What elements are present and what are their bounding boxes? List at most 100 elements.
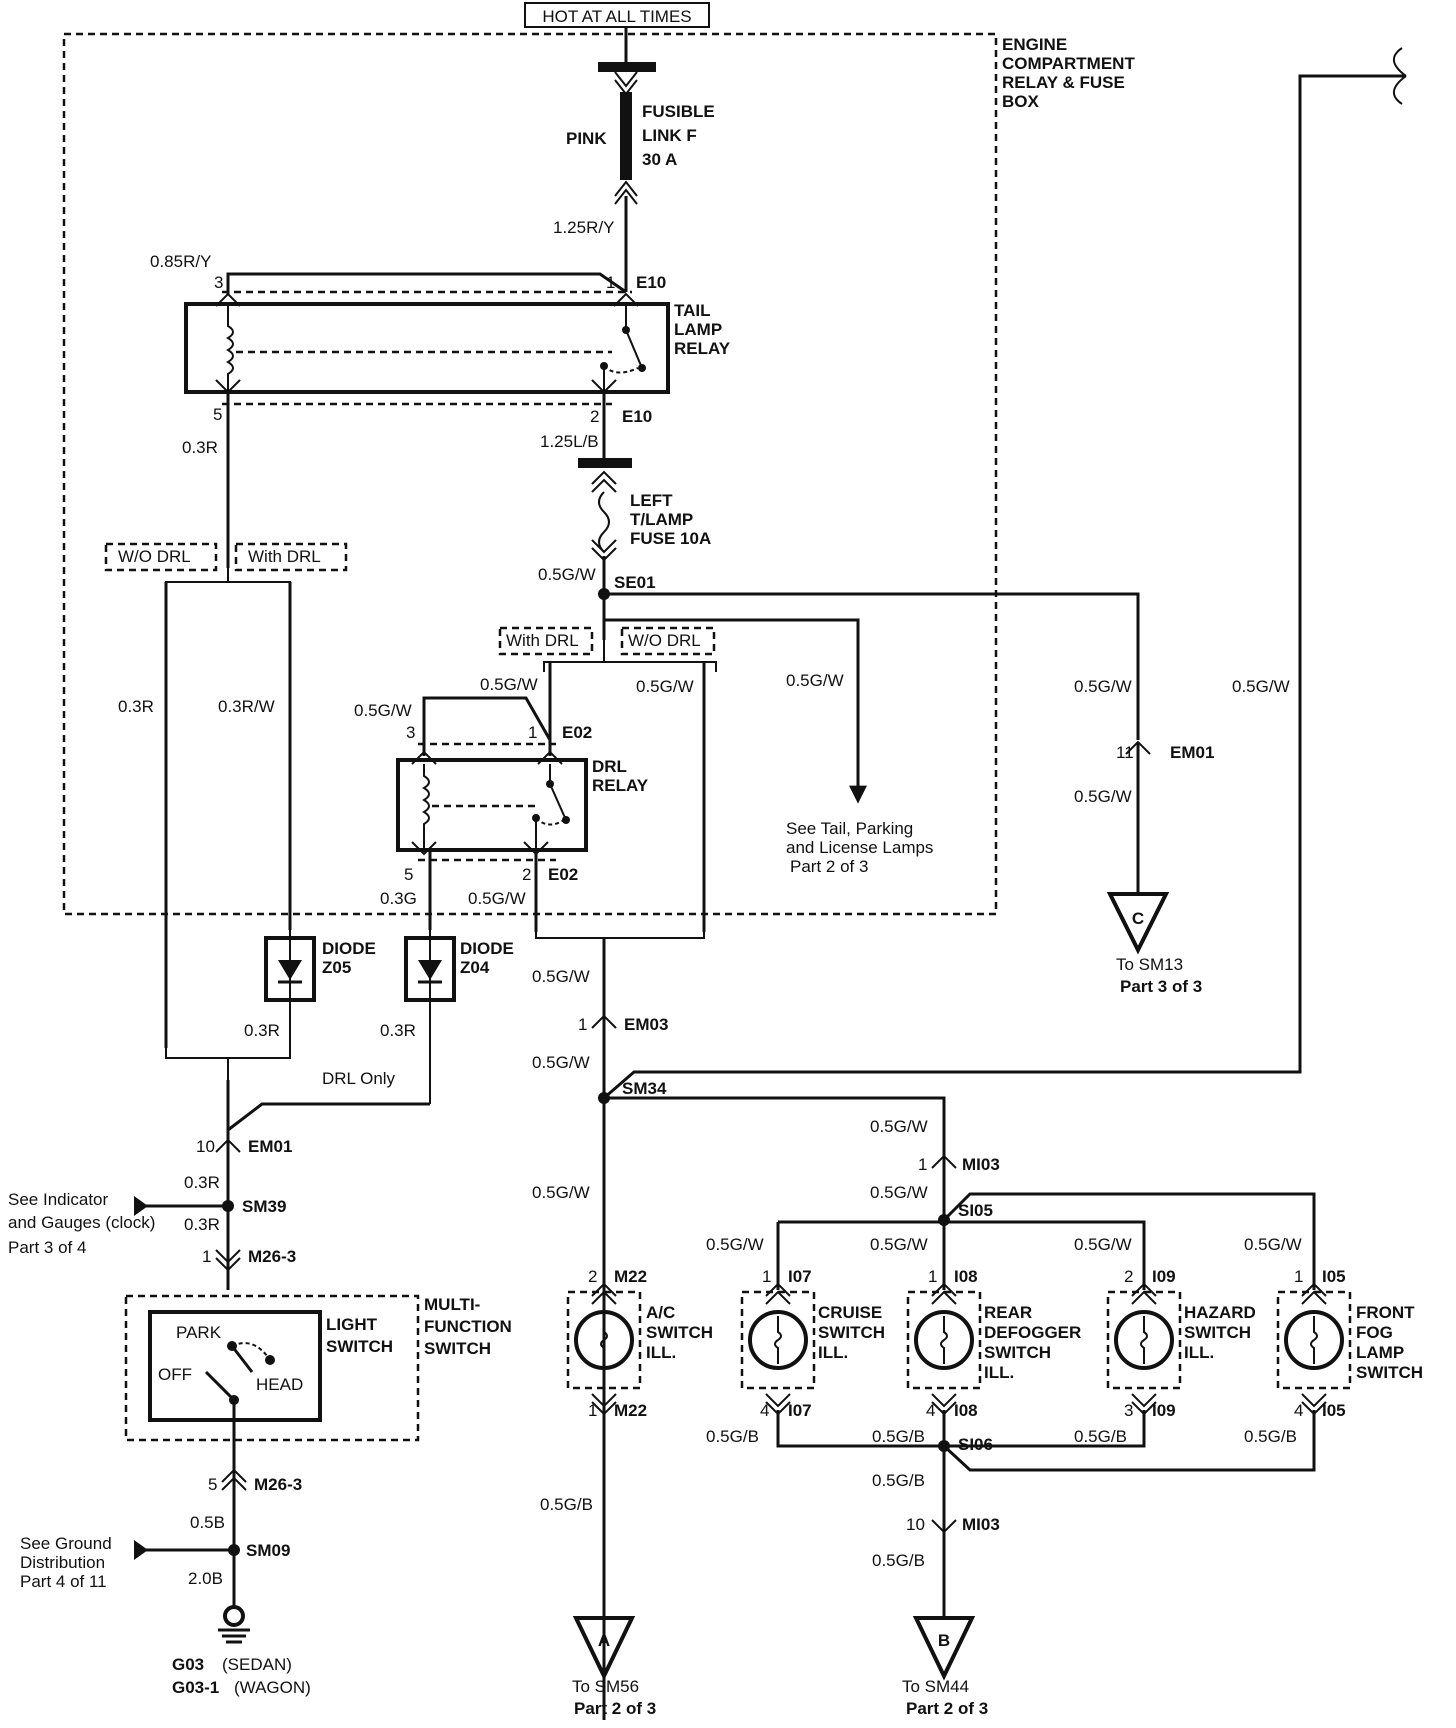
wire-label-03r-d: 0.3R <box>380 1021 416 1040</box>
option-drl-only: DRL Only <box>322 1069 396 1088</box>
svg-text:3: 3 <box>1124 1401 1133 1420</box>
svg-text:1: 1 <box>578 1015 587 1034</box>
svg-text:LIGHT: LIGHT <box>326 1315 378 1334</box>
svg-text:RELAY & FUSE: RELAY & FUSE <box>1002 73 1125 92</box>
svg-text:Part 2 of 3: Part 2 of 3 <box>574 1699 656 1718</box>
wire-label-gw-right: 0.5G/W <box>1232 677 1290 696</box>
svg-text:0.5G/B: 0.5G/B <box>1074 1427 1127 1446</box>
wire-label-gb-si06: 0.5G/B <box>872 1471 925 1490</box>
svg-text:To SM56: To SM56 <box>572 1677 639 1696</box>
power-source-box <box>524 2 710 28</box>
svg-text:A/C: A/C <box>646 1303 675 1322</box>
svg-text:HAZARD: HAZARD <box>1184 1303 1256 1322</box>
svg-text:SWITCH: SWITCH <box>1184 1323 1251 1342</box>
svg-text:See Indicator: See Indicator <box>8 1190 109 1209</box>
option-with-drl-a: With DRL <box>248 547 321 566</box>
svg-text:Part 4 of 11: Part 4 of 11 <box>20 1572 107 1591</box>
wire-label-gw-em01-a: 0.5G/W <box>1074 677 1132 696</box>
engine-compartment-box <box>62 32 998 916</box>
svg-text:SWITCH: SWITCH <box>984 1343 1051 1362</box>
ground-ref: See Ground Distribution Part 4 of 11 <box>20 1534 112 1591</box>
svg-text:FUNCTION: FUNCTION <box>424 1317 512 1336</box>
wire-label-gw-mi03: 0.5G/W <box>870 1117 928 1136</box>
svg-text:Part 3 of 4: Part 3 of 4 <box>8 1238 86 1257</box>
svg-text:ILL.: ILL. <box>818 1343 848 1362</box>
wire-label-gw-a-c: 0.5G/W <box>532 1183 590 1202</box>
wire-label-03r-a: 0.3R <box>182 438 218 457</box>
multifunction-switch-box <box>124 1294 420 1442</box>
wire-label-03r-f: 0.3R <box>184 1215 220 1234</box>
svg-text:E02: E02 <box>562 723 592 742</box>
fusible-link-label: FUSIBLE LINK F 30 A <box>642 102 715 169</box>
svg-text:SWITCH: SWITCH <box>818 1323 885 1342</box>
svg-text:1: 1 <box>918 1155 927 1174</box>
svg-text:I05: I05 <box>1322 1267 1346 1286</box>
diode-z04-label: DIODE Z04 <box>460 939 514 977</box>
wire-label-gw-tail: 0.5G/W <box>786 671 844 690</box>
fusible-link-color: PINK <box>566 129 607 148</box>
wire-label-05b: 0.5B <box>190 1513 225 1532</box>
svg-text:To SM44: To SM44 <box>902 1677 969 1696</box>
svg-text:SI05: SI05 <box>958 1201 993 1220</box>
svg-text:2: 2 <box>588 1267 597 1286</box>
svg-text:COMPARTMENT: COMPARTMENT <box>1002 54 1135 73</box>
svg-text:Z04: Z04 <box>460 958 490 977</box>
svg-text:MI03: MI03 <box>962 1515 1000 1534</box>
wire-label-20b: 2.0B <box>188 1569 223 1588</box>
svg-text:I09: I09 <box>1152 1267 1176 1286</box>
svg-text:1: 1 <box>1294 1267 1303 1286</box>
svg-text:ILL.: ILL. <box>1184 1343 1214 1362</box>
drl-relay <box>396 758 588 852</box>
svg-text:DEFOGGER: DEFOGGER <box>984 1323 1081 1342</box>
tail-lamp-relay-label: TAIL LAMP RELAY <box>674 301 731 358</box>
svg-text:4: 4 <box>1294 1401 1303 1420</box>
svg-text:A: A <box>598 1631 610 1650</box>
svg-text:2: 2 <box>590 407 599 426</box>
svg-text:ILL.: ILL. <box>646 1343 676 1362</box>
option-with-drl-b: With DRL <box>506 631 579 650</box>
svg-text:LINK F: LINK F <box>642 126 697 145</box>
ground-g03 <box>223 1605 245 1627</box>
svg-text:1: 1 <box>928 1267 937 1286</box>
svg-text:MULTI-: MULTI- <box>424 1295 480 1314</box>
svg-text:SE01: SE01 <box>614 573 656 592</box>
svg-text:EM01: EM01 <box>248 1137 292 1156</box>
svg-text:FUSIBLE: FUSIBLE <box>642 102 715 121</box>
wire-label-gb-b: 0.5G/B <box>872 1551 925 1570</box>
svg-text:0.5G/B: 0.5G/B <box>1244 1427 1297 1446</box>
power-source-label: HOT AT ALL TIMES <box>542 7 691 26</box>
svg-text:I08: I08 <box>954 1267 978 1286</box>
svg-text:SWITCH: SWITCH <box>1356 1363 1423 1382</box>
svg-text:I07: I07 <box>788 1267 812 1286</box>
wire-label-125lb: 1.25L/B <box>540 432 599 451</box>
terminal-b <box>912 1616 976 1681</box>
svg-text:SWITCH: SWITCH <box>424 1339 491 1358</box>
tail-relay-coil <box>226 306 234 392</box>
svg-text:I07: I07 <box>788 1401 812 1420</box>
svg-text:2: 2 <box>1124 1267 1133 1286</box>
svg-text:M22: M22 <box>614 1401 647 1420</box>
svg-text:11: 11 <box>1116 743 1134 762</box>
terminal-a <box>572 1616 636 1681</box>
svg-text:ENGINE: ENGINE <box>1002 35 1067 54</box>
svg-text:TAIL: TAIL <box>674 301 711 320</box>
wire-label-gw-sm34: 0.5G/W <box>532 1053 590 1072</box>
svg-text:DRL: DRL <box>592 757 627 776</box>
svg-text:0.5G/B: 0.5G/B <box>872 1427 925 1446</box>
wire-label-gb-a: 0.5G/B <box>540 1495 593 1514</box>
svg-text:SWITCH: SWITCH <box>326 1337 393 1356</box>
svg-text:FOG: FOG <box>1356 1323 1393 1342</box>
svg-text:(WAGON): (WAGON) <box>234 1678 311 1697</box>
svg-text:Part 2 of 3: Part 2 of 3 <box>790 857 868 876</box>
wire-label-gw-em03: 0.5G/W <box>532 967 590 986</box>
svg-text:C: C <box>1132 909 1144 928</box>
svg-text:See Ground: See Ground <box>20 1534 112 1553</box>
drl-relay-label: DRL RELAY <box>592 757 649 795</box>
wire-label-085ry: 0.85R/Y <box>150 252 211 271</box>
svg-text:and Gauges (clock): and Gauges (clock) <box>8 1213 155 1232</box>
svg-text:1: 1 <box>762 1267 771 1286</box>
wire-label-125ry: 1.25R/Y <box>553 218 614 237</box>
svg-text:G03-1: G03-1 <box>172 1678 219 1697</box>
svg-text:SM39: SM39 <box>242 1197 286 1216</box>
svg-text:M26-3: M26-3 <box>254 1475 302 1494</box>
